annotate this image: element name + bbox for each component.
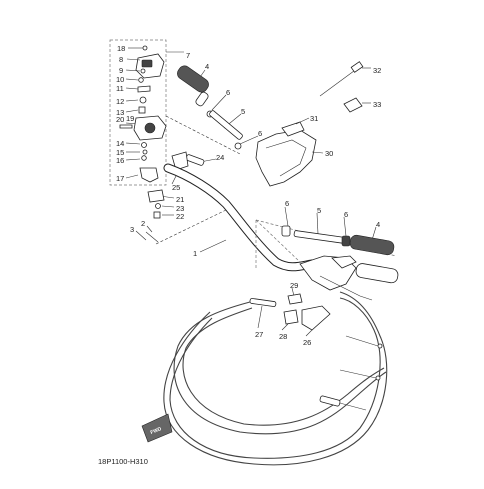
leader-box-to-bar	[165, 115, 241, 155]
bar-end-tube-upper	[206, 94, 259, 150]
right-grip-assembly	[255, 206, 399, 301]
fwd-arrow-icon: FWD	[141, 413, 173, 443]
small-parts-column	[119, 58, 151, 129]
left-grip-top	[177, 65, 209, 107]
callout-c21: 21	[176, 195, 184, 204]
callout-c30: 30	[325, 149, 333, 158]
callout-c27: 27	[255, 330, 263, 339]
holder-parts	[135, 151, 217, 243]
callout-c19: 19	[126, 114, 134, 123]
switch-housing-upper	[128, 45, 165, 79]
callout-c10: 10	[116, 75, 124, 84]
callout-c2: 2	[141, 219, 145, 228]
callout-c17: 17	[116, 174, 124, 183]
callout-c7: 7	[186, 51, 190, 60]
callout-c12: 12	[116, 97, 124, 106]
handlebar	[155, 163, 317, 272]
switch-housing-lower	[125, 115, 167, 183]
callout-c26: 26	[303, 338, 311, 347]
callout-c32: 32	[373, 66, 381, 75]
callout-c4a: 4	[205, 62, 209, 71]
callout-c33: 33	[373, 100, 381, 109]
callout-c14: 14	[116, 139, 124, 148]
cables	[163, 291, 388, 466]
lower-parts	[249, 287, 331, 337]
callout-c3: 3	[130, 225, 134, 234]
handlebar-cover	[255, 117, 324, 187]
callout-c24: 24	[216, 153, 224, 162]
callout-c20: 20	[116, 115, 124, 124]
callout-c28: 28	[279, 332, 287, 341]
callout-c15: 15	[116, 148, 124, 157]
callout-c6a: 6	[226, 88, 230, 97]
callout-c4b: 4	[376, 220, 380, 229]
callout-c29: 29	[290, 281, 298, 290]
callout-c1: 1	[193, 249, 197, 258]
callout-c11: 11	[116, 84, 124, 93]
fwd-label: FWD	[150, 426, 163, 436]
callout-c18: 18	[117, 44, 125, 53]
callout-c25: 25	[172, 183, 180, 192]
bolt-and-clamp	[319, 61, 371, 113]
callout-c5b: 5	[317, 206, 321, 215]
callout-c6b: 6	[258, 129, 262, 138]
callout-c22: 22	[176, 212, 184, 221]
callout-c31: 31	[310, 114, 318, 123]
callout-c6c: 6	[285, 199, 289, 208]
diagram-code: 18P1100-H310	[98, 457, 148, 466]
switch-assembly-box	[109, 39, 167, 186]
callout-c9: 9	[119, 66, 123, 75]
callout-c23: 23	[176, 204, 184, 213]
callout-c8: 8	[119, 55, 123, 64]
callout-c16: 16	[116, 156, 124, 165]
callout-c6d: 6	[344, 210, 348, 219]
callout-c5a: 5	[241, 107, 245, 116]
callout-c13: 13	[116, 108, 124, 117]
